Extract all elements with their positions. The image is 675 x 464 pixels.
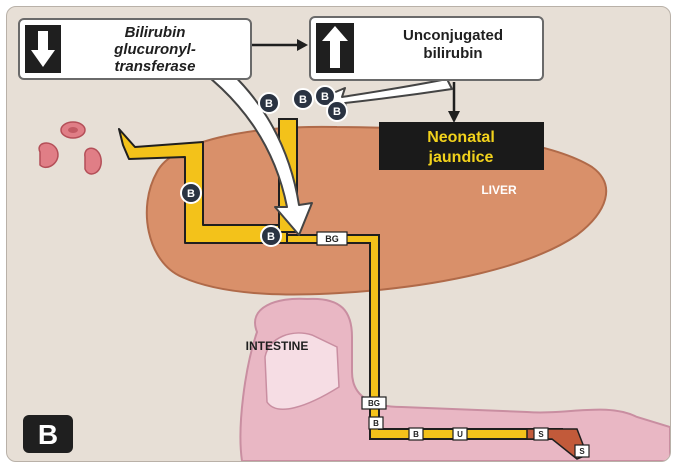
tag-bg-liver: BG <box>325 234 339 244</box>
bilirubin-metabolism-diagram: Bilirubin glucuronyl- transferase Unconj… <box>7 7 670 461</box>
tag-u: U <box>457 430 463 439</box>
enzyme-to-result-arrowhead <box>297 39 308 51</box>
tag-b-intestine: B <box>373 419 379 428</box>
enzyme-label-line-2: glucuronyl- <box>113 41 196 58</box>
tag-s-2: S <box>579 447 585 456</box>
molecule-b-4: B <box>333 106 341 118</box>
tag-s-1: S <box>538 430 544 439</box>
jaundice-label-line-2: jaundice <box>428 149 494 166</box>
molecule-b-5: B <box>187 188 195 200</box>
tag-b-lower: B <box>413 430 419 439</box>
tag-bg-intestine: BG <box>368 399 380 408</box>
molecule-b-3: B <box>321 91 329 103</box>
molecule-b-6: B <box>267 231 275 243</box>
enzyme-label-line-1: Bilirubin <box>125 24 186 41</box>
molecule-b-2: B <box>299 94 307 106</box>
intestine-label: INTESTINE <box>246 339 309 353</box>
result-label-line-2: bilirubin <box>423 45 482 62</box>
liver-label: LIVER <box>481 183 517 197</box>
jaundice-label-line-1: Neonatal <box>427 129 495 146</box>
panel-letter: B <box>38 419 58 450</box>
red-blood-cells <box>39 122 101 174</box>
diagram-panel: Bilirubin glucuronyl- transferase Unconj… <box>6 6 671 462</box>
enzyme-label-line-3: transferase <box>115 58 196 75</box>
result-label-line-1: Unconjugated <box>403 27 503 44</box>
molecule-b-1: B <box>265 98 273 110</box>
result-to-jaundice-arrowhead <box>448 111 460 123</box>
